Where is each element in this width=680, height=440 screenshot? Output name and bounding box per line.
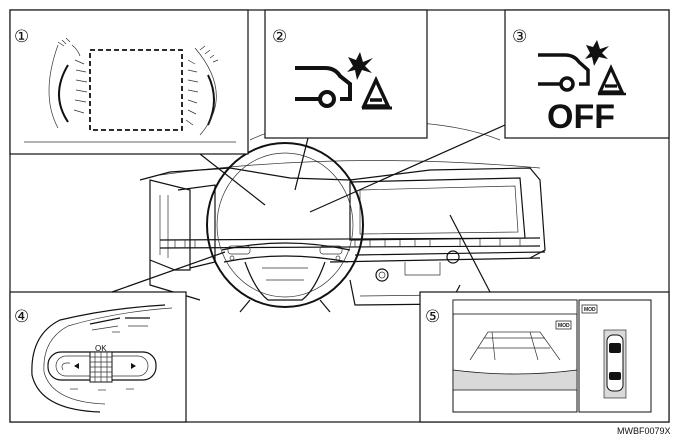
- callout-4-steering-switch-panel: ④ OK: [9, 291, 187, 423]
- callout-5-around-view-panel: ⑤ MOD MOD: [419, 291, 670, 423]
- guide-lines: [469, 331, 561, 361]
- rear-camera-view: [452, 299, 578, 413]
- callout-1-meter-panel: ①: [9, 9, 249, 155]
- dashboard-illustration: [139, 121, 546, 313]
- off-label: OFF: [547, 98, 615, 136]
- forward-collision-warning-off-icon: [538, 40, 626, 96]
- volume-knob: [446, 250, 460, 264]
- figure-code: MWBF0079X: [617, 426, 671, 436]
- callout-number-3: ③: [512, 27, 527, 47]
- callout-number-1: ①: [14, 27, 29, 47]
- steering-switch-icon: [31, 304, 173, 413]
- callout-2-fcw-panel: ②: [264, 9, 428, 139]
- callout-number-2: ②: [272, 27, 287, 47]
- car-top-view: [606, 334, 624, 392]
- forward-collision-warning-icon: [295, 52, 392, 110]
- callout-number-4: ④: [14, 307, 29, 327]
- callout-3-fcw-off-panel: ③ OFF: [504, 9, 670, 139]
- meter-display-area: [89, 49, 183, 131]
- start-button: [375, 268, 389, 282]
- ok-label: OK: [95, 344, 107, 353]
- mod-badge-1: MOD: [558, 323, 570, 329]
- callout-number-5: ⑤: [425, 307, 440, 327]
- steering-wheel: [206, 142, 364, 308]
- mod-badge-2: MOD: [584, 307, 596, 313]
